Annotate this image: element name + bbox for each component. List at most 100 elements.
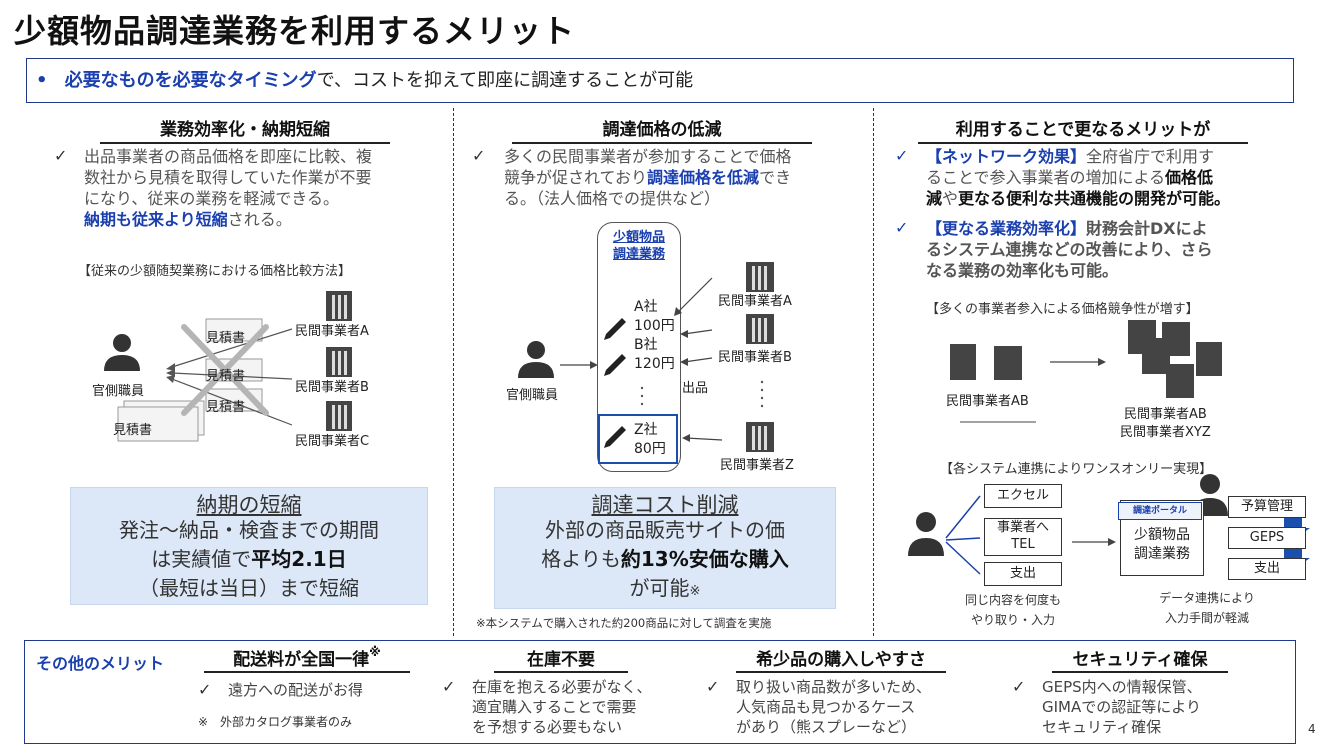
check-icon: ✓: [198, 680, 212, 699]
lead-text: • 必要なものを必要なタイミングで、コストを抑えて即座に調達することが可能: [36, 66, 693, 92]
estimate-label: 見積書: [206, 369, 246, 384]
note-left: 同じ内容を何度も やり取り・入力: [950, 590, 1076, 630]
vendor-label: 民間事業者AB: [946, 394, 1029, 409]
col1-description: 出品事業者の商品価格を即座に比較、複 数社から見積を取得していた作業が不要 にな…: [84, 146, 446, 230]
footer-heading-text: 配送料が全国一律: [233, 650, 370, 670]
note-line: データ連携により: [1159, 591, 1255, 605]
estimate-label: 見積書: [113, 423, 153, 438]
footer-heading-inventory: 在庫不要: [494, 645, 628, 673]
check-icon: ✓: [895, 218, 909, 237]
system-label-line: 少額物品: [612, 230, 665, 245]
page-title: 少額物品調達業務を利用するメリット: [14, 12, 576, 50]
vendor-label: 民間事業者C: [295, 434, 370, 449]
footer-heading-mark: ※: [369, 645, 381, 659]
page-number: 4: [1308, 722, 1316, 736]
card-line: 外部の商品販売サイトの価: [545, 518, 785, 542]
col2-line: 多くの民間事業者が参加することで価格: [504, 147, 792, 166]
col1-diagram-caption: 【従来の少額随契業務における価格比較方法】: [78, 264, 352, 279]
col2-card-text: 外部の商品販売サイトの価 格よりも約13%安価な購入 が可能※: [494, 516, 836, 606]
note-line: 入力手間が軽減: [1164, 611, 1249, 625]
column-divider-2: [873, 108, 874, 636]
col2-card-heading: 調達コスト削減: [591, 493, 739, 517]
item-company: Z社: [634, 422, 658, 438]
check-icon: ✓: [442, 677, 456, 696]
vendor-label: 民間事業者B: [718, 350, 792, 365]
card-bold: 平均2.1日: [251, 547, 347, 571]
col2-description: 多くの民間事業者が参加することで価格 競争が促されており調達価格を低減でき る。…: [504, 146, 866, 209]
check-icon: ✓: [1012, 677, 1026, 696]
item-a: A社 100円: [634, 298, 675, 336]
col1-card-heading: 納期の短縮: [196, 493, 302, 517]
col1-card-text: 発注～納品・検査までの期間 は実績値で平均2.1日 （最短は当日）まで短縮: [70, 516, 428, 603]
col3-diagram2-caption: 【各システム連携によりワンスオンリー実現】: [940, 462, 1213, 477]
portal-logo: 調達ポータル: [1118, 502, 1202, 520]
flow-excel: エクセル: [984, 484, 1062, 508]
col1-heading: 業務効率化・納期短縮: [100, 115, 390, 144]
footer-text: 遠方への配送がお得: [228, 681, 364, 699]
item-price: 100円: [634, 318, 675, 334]
note-right: データ連携により 入力手間が軽減: [1144, 588, 1270, 628]
footer-line: 人気商品も見つかるケース: [736, 698, 916, 716]
col1-highlight: 納期も従来より短縮: [84, 210, 228, 229]
footer-line: 適宜購入することで需要: [472, 698, 637, 716]
note-line: やり取り・入力: [970, 613, 1055, 627]
card-line: が可能: [629, 576, 690, 600]
system-line: 少額物品: [1134, 527, 1190, 543]
footer-note: ※ 外部カタログ事業者のみ: [198, 715, 353, 729]
footer-line: 在庫を抱える必要がなく、: [472, 678, 652, 696]
col3-bold: 更なる便利な共通機能の開発が可能。: [958, 189, 1231, 208]
col1-line: 数社から見積を取得していた作業が不要: [84, 168, 372, 187]
col1-line: 出品事業者の商品価格を即座に比較、複: [84, 147, 373, 166]
col2-line: でき: [759, 168, 792, 187]
estimate-label: 見積書: [206, 331, 246, 346]
col3-line: 財務会計DXによ: [1086, 219, 1208, 238]
system-label: 少額物品 調達業務: [597, 229, 681, 263]
card-line: は実績値で: [151, 547, 252, 571]
vendor-line: 民間事業者XYZ: [1120, 425, 1211, 440]
col3-heading: 利用することで更なるメリットが: [918, 115, 1248, 144]
budget-box: 予算管理: [1228, 496, 1306, 518]
item-price: 120円: [634, 356, 675, 372]
col3-line: ることで参入事業者の増加による: [926, 168, 1166, 187]
vendor-line: 民間事業者AB: [1123, 407, 1207, 422]
official-label: 官側職員: [506, 388, 559, 403]
flow-tel: 事業者へ TEL: [984, 518, 1062, 556]
item-price: 80円: [634, 441, 666, 457]
vendor-label: 民間事業者B: [295, 380, 369, 395]
col2-line: 競争が促されており: [504, 168, 648, 187]
col2-highlight: 調達価格を低減: [647, 168, 760, 187]
footer-line: を予想する必要もない: [472, 718, 623, 736]
footer-line: があり（熊スプレーなど）: [736, 718, 917, 736]
col3-diagram1-caption: 【多くの事業者参入による価格競争性が増す】: [926, 302, 1199, 317]
col1-line: になり、従来の業務を軽減できる。: [84, 189, 340, 208]
col2-footnote: ※本システムで購入された約200商品に対して調査を実施: [476, 616, 772, 630]
item-b: B社 120円: [634, 336, 675, 374]
col3-line: や: [942, 189, 959, 208]
footer-line: GIMAでの認証等により: [1042, 698, 1201, 716]
col3-line: なる業務の効率化も可能。: [926, 261, 1119, 280]
col3-bold: 減: [926, 189, 943, 208]
footer-label: その他のメリット: [36, 654, 165, 673]
footer-line: セキュリティ確保: [1042, 718, 1162, 736]
lead-highlight: 必要なものを必要なタイミング: [64, 70, 317, 91]
flow-payment: 支出: [984, 562, 1062, 586]
item-company: B社: [634, 337, 658, 353]
card-line: （最短は当日）まで短縮: [139, 576, 359, 600]
geps-box: GEPS: [1228, 527, 1306, 549]
col1-highlight-suffix: される。: [227, 210, 292, 229]
col3-bold: 価格低: [1165, 168, 1214, 187]
item-company: A社: [634, 299, 658, 315]
col3-item2: 【更なる業務効率化】財務会計DXによ るシステム連携などの改善により、さら なる…: [926, 218, 1288, 281]
lead-box: [26, 58, 1294, 103]
payment-box: 支出: [1228, 558, 1306, 580]
footer-heading-security: セキュリティ確保: [1052, 645, 1228, 673]
z-item-highlight-box: [598, 414, 678, 464]
vendor-label: 民間事業者Z: [720, 458, 794, 473]
listing-label: 出品: [682, 381, 709, 396]
card-line: 格よりも: [541, 547, 621, 571]
col2-diagram: [518, 262, 774, 452]
check-icon: ✓: [895, 146, 909, 165]
check-icon: ✓: [706, 677, 720, 696]
system-box-text: 少額物品 調達業務: [1120, 526, 1204, 564]
check-icon: ✓: [54, 146, 68, 165]
